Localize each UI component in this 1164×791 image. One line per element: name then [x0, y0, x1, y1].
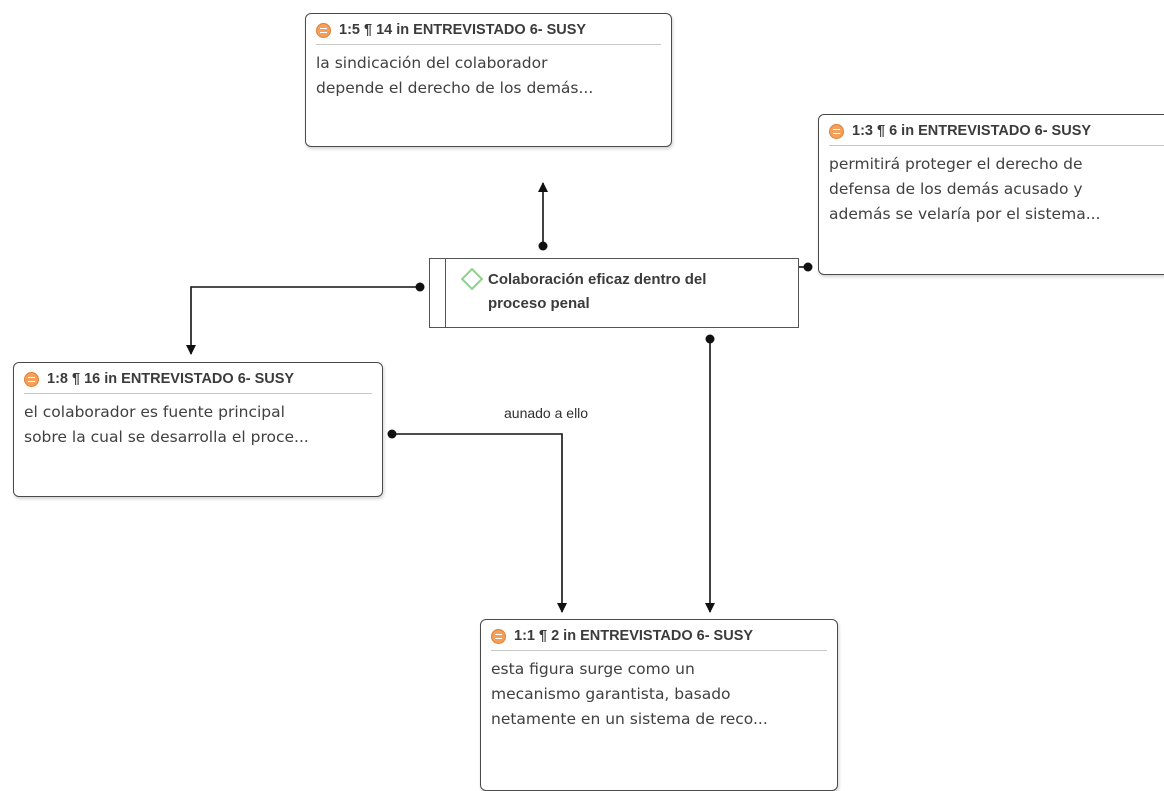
- quotation-icon: [24, 371, 39, 387]
- code-diamond-icon: [460, 267, 484, 291]
- quotation-node-1-1[interactable]: 1:1 ¶ 2 in ENTREVISTADO 6- SUSY esta fig…: [480, 619, 838, 791]
- quotation-text-line: depende el derecho de los demás...: [316, 79, 594, 97]
- quotation-node-1-5[interactable]: 1:5 ¶ 14 in ENTREVISTADO 6- SUSY la sind…: [305, 13, 672, 147]
- quotation-node-1-3[interactable]: 1:3 ¶ 6 in ENTREVISTADO 6- SUSY permitir…: [818, 114, 1164, 275]
- quotation-icon: [829, 123, 844, 139]
- quotation-text-line: esta figura surge como un: [491, 660, 695, 678]
- quotation-text-line: netamente en un sistema de reco...: [491, 710, 768, 728]
- quotation-text-line: defensa de los demás acusado y: [829, 180, 1083, 198]
- quotation-title: 1:5 ¶ 14 in ENTREVISTADO 6- SUSY: [339, 22, 587, 38]
- quotation-text-line: además se velaría por el sistema...: [829, 205, 1101, 223]
- link-code-to-q1-8[interactable]: [186, 286, 420, 355]
- link-code-to-q1-8-origin: [415, 282, 425, 292]
- code-node-stripe: [445, 259, 446, 327]
- quotation-text-line: sobre la cual se desarrolla el proce...: [24, 428, 309, 446]
- quotation-text: la sindicación del colaborador depende e…: [316, 51, 661, 101]
- quotation-text-line: permitirá proteger el derecho de: [829, 155, 1083, 173]
- quotation-icon: [316, 22, 331, 38]
- quotation-text-line: la sindicación del colaborador: [316, 54, 548, 72]
- quotation-text: el colaborador es fuente principal sobre…: [24, 400, 372, 450]
- quotation-text: permitirá proteger el derecho de defensa…: [829, 152, 1164, 227]
- quotation-icon: [491, 628, 506, 644]
- link-code-to-q1-1-origin: [705, 334, 715, 344]
- code-node[interactable]: Colaboración eficaz dentro del proceso p…: [429, 258, 799, 328]
- quotation-title: 1:1 ¶ 2 in ENTREVISTADO 6- SUSY: [514, 628, 754, 644]
- quotation-title: 1:8 ¶ 16 in ENTREVISTADO 6- SUSY: [47, 371, 295, 387]
- link-q1-8-to-q1-1[interactable]: [392, 433, 567, 613]
- quotation-text-line: mecanismo garantista, basado: [491, 685, 731, 703]
- quotation-node-1-8[interactable]: 1:8 ¶ 16 in ENTREVISTADO 6- SUSY el cola…: [13, 362, 383, 497]
- code-label-line: Colaboración eficaz dentro del: [488, 271, 707, 288]
- link-q1-3-endpoint: [803, 262, 813, 272]
- quotation-text: esta figura surge como un mecanismo gara…: [491, 657, 827, 732]
- code-label: Colaboración eficaz dentro del proceso p…: [488, 268, 706, 316]
- quotation-header: 1:1 ¶ 2 in ENTREVISTADO 6- SUSY: [491, 628, 827, 651]
- link-code-to-q1-5-origin: [538, 241, 548, 251]
- quotation-header: 1:8 ¶ 16 in ENTREVISTADO 6- SUSY: [24, 371, 372, 394]
- quotation-header: 1:3 ¶ 6 in ENTREVISTADO 6- SUSY: [829, 123, 1164, 146]
- quotation-text-line: el colaborador es fuente principal: [24, 403, 285, 421]
- link-label-aunado: aunado a ello: [504, 405, 589, 421]
- quotation-title: 1:3 ¶ 6 in ENTREVISTADO 6- SUSY: [852, 123, 1092, 139]
- code-label-line: proceso penal: [488, 295, 590, 312]
- link-q1-8-to-q1-1-origin: [387, 429, 397, 439]
- quotation-header: 1:5 ¶ 14 in ENTREVISTADO 6- SUSY: [316, 22, 661, 45]
